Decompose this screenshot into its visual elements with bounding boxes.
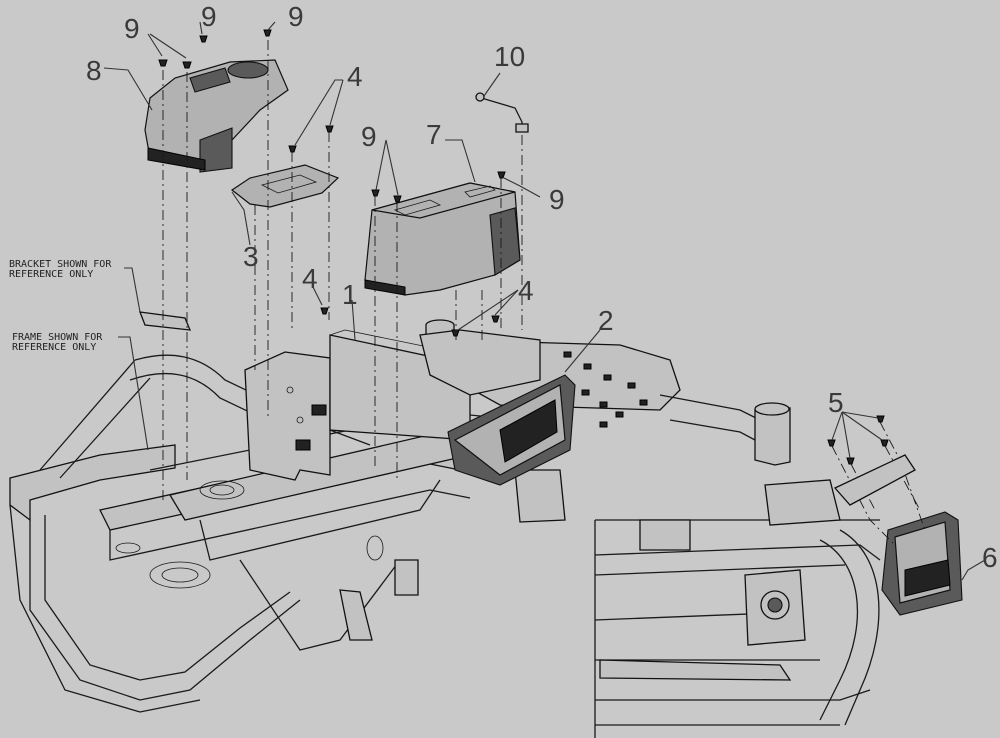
bracket-note-line1: BRACKET SHOWN FOR bbox=[9, 259, 112, 270]
frame-note-line2: REFERENCE ONLY bbox=[12, 342, 96, 353]
callout-9-e: 9 bbox=[549, 184, 565, 215]
reference-bracket bbox=[139, 311, 192, 331]
callout-4-mid: 4 bbox=[302, 263, 318, 294]
inset-detail bbox=[594, 454, 916, 738]
callout-9-b: 9 bbox=[201, 1, 217, 32]
part-10-rod bbox=[475, 92, 529, 133]
callout-7: 7 bbox=[426, 119, 442, 150]
part-6-side-pod bbox=[881, 511, 963, 616]
callout-9-c: 9 bbox=[288, 1, 304, 32]
part-3-control-plate bbox=[230, 164, 340, 208]
callout-8: 8 bbox=[86, 55, 102, 86]
bracket-note-line2: REFERENCE ONLY bbox=[9, 269, 93, 280]
callout-labels: 1 2 3 4 4 4 5 6 7 8 9 9 9 9 9 10 bbox=[86, 1, 998, 573]
callout-3: 3 bbox=[243, 241, 259, 272]
leader-lines bbox=[103, 21, 986, 581]
part-8-left-console bbox=[144, 59, 289, 173]
callout-4-right: 4 bbox=[518, 275, 534, 306]
deck-holes bbox=[563, 351, 648, 428]
part-2-side-cover bbox=[419, 329, 576, 486]
callout-2: 2 bbox=[598, 305, 614, 336]
callout-10: 10 bbox=[494, 41, 525, 72]
callout-1: 1 bbox=[342, 279, 358, 310]
callout-6: 6 bbox=[982, 542, 998, 573]
reference-notes: BRACKET SHOWN FOR REFERENCE ONLY FRAME S… bbox=[9, 259, 112, 353]
callout-4-top: 4 bbox=[347, 61, 363, 92]
frame-note-line1: FRAME SHOWN FOR bbox=[12, 332, 103, 343]
callout-5: 5 bbox=[828, 387, 844, 418]
part-7-rear-console bbox=[364, 182, 521, 296]
screws bbox=[158, 29, 889, 465]
callout-9-a: 9 bbox=[124, 13, 140, 44]
callout-9-d: 9 bbox=[361, 121, 377, 152]
